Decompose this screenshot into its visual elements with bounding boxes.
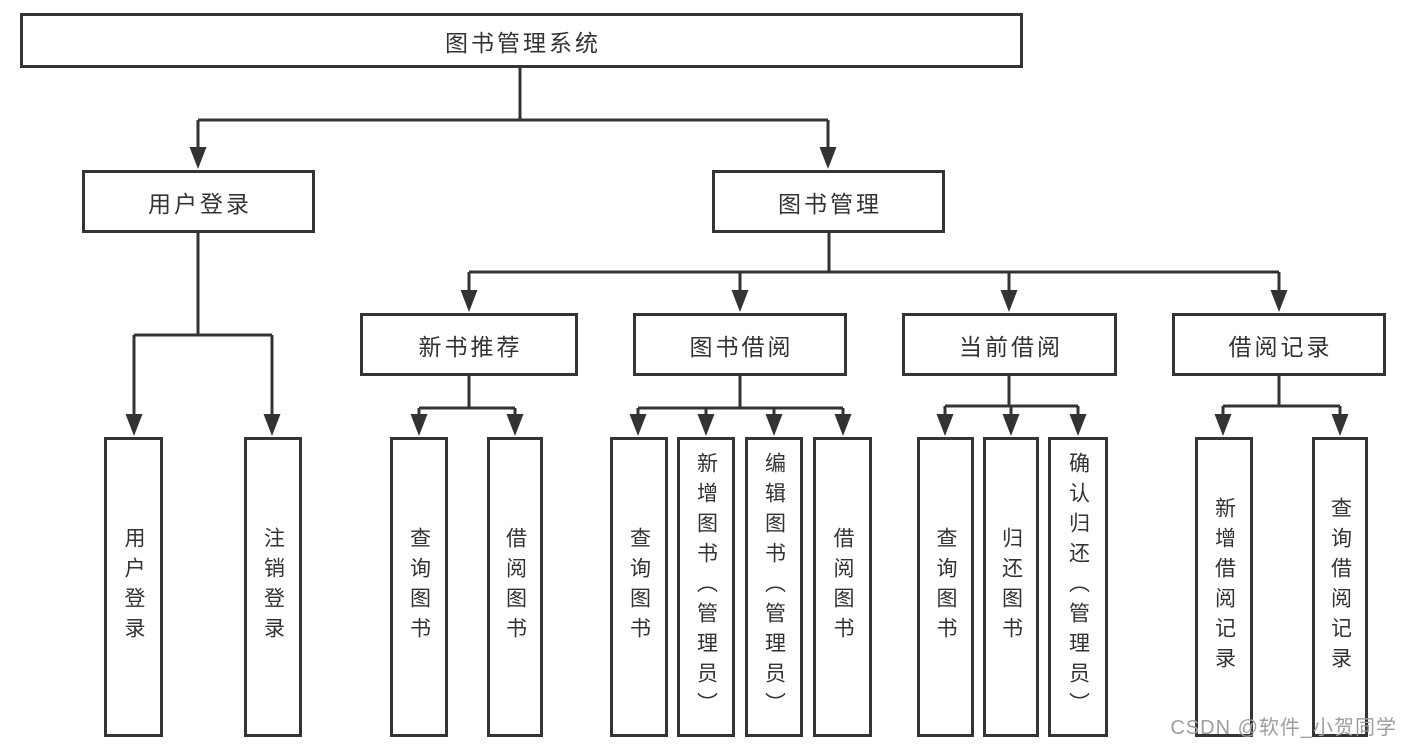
leaf-edit-book-admin: 编辑图书（管理员） xyxy=(745,437,803,737)
leaf-borrow-book-2: 借阅图书 xyxy=(813,437,872,737)
leaf-user-login: 用户登录 xyxy=(104,437,163,737)
leaf-query-book-1: 查询图书 xyxy=(390,437,448,737)
node-new-book-recommend: 新书推荐 xyxy=(360,313,578,376)
leaf-return-book: 归还图书 xyxy=(983,437,1039,737)
leaf-add-book-admin: 新增图书（管理员） xyxy=(677,437,735,737)
node-book-management: 图书管理 xyxy=(712,170,945,233)
csdn-watermark: CSDN @软件_小贺同学 xyxy=(1170,717,1397,739)
node-borrow-record: 借阅记录 xyxy=(1172,313,1386,376)
node-current-borrow: 当前借阅 xyxy=(902,313,1117,376)
leaf-query-book-2: 查询图书 xyxy=(610,437,668,737)
leaf-logout: 注销登录 xyxy=(244,437,302,737)
leaf-query-book-3: 查询图书 xyxy=(917,437,974,737)
leaf-query-borrow-record: 查询借阅记录 xyxy=(1312,437,1368,737)
leaf-confirm-return-admin: 确认归还（管理员） xyxy=(1048,437,1108,737)
node-user-login: 用户登录 xyxy=(82,170,315,233)
node-book-borrow: 图书借阅 xyxy=(633,313,847,376)
leaf-borrow-book-1: 借阅图书 xyxy=(487,437,543,737)
node-root: 图书管理系统 xyxy=(20,13,1023,68)
leaf-add-borrow-record: 新增借阅记录 xyxy=(1195,437,1253,737)
